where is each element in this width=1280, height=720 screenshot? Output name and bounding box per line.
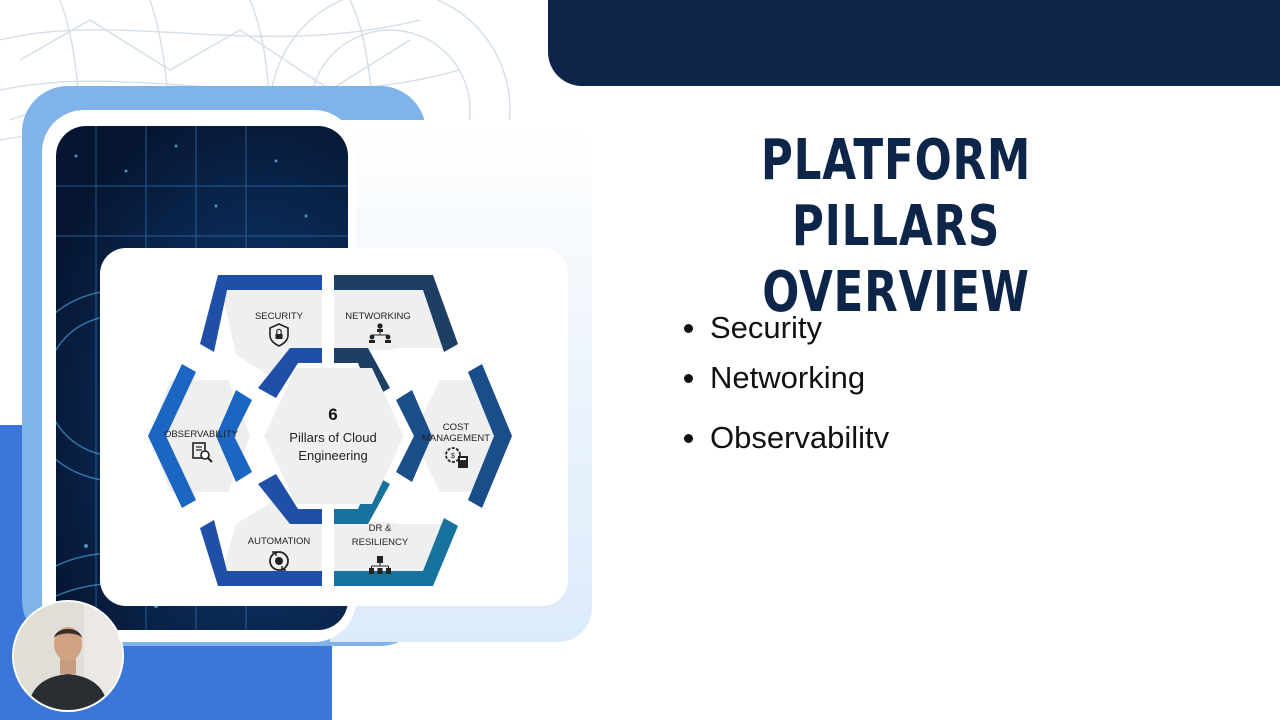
bullet-item: Networking	[680, 355, 889, 405]
segment-security-fill	[218, 275, 322, 378]
bullet-item: Security	[680, 305, 889, 355]
cost-inner-band	[396, 390, 432, 482]
header-bar	[548, 0, 1280, 86]
cost-calculator-icon: $	[445, 447, 468, 468]
bullet-text: Security	[710, 310, 822, 345]
bullet-dot-icon	[684, 434, 693, 443]
slide-title: PLATFORM PILLARS OVERVIEW	[696, 128, 1095, 326]
segment-observability-label: OBSERVABILITY	[164, 429, 239, 440]
cost-outer-band	[468, 364, 512, 508]
observability-magnifier-icon	[192, 442, 213, 463]
automation-gear-icon	[269, 551, 289, 571]
observability-inner-band	[216, 390, 252, 482]
segment-cost-label-line2: MANAGEMENT	[422, 433, 490, 444]
bullet-text: Networking	[710, 360, 866, 395]
network-people-icon	[369, 323, 391, 343]
center-line1: Pillars of Cloud	[289, 430, 376, 445]
security-inner-band	[258, 348, 322, 398]
security-outer-band	[200, 275, 322, 352]
networking-outer-band	[334, 275, 458, 352]
pillars-hexagon-diagram: 6 Pillars of Cloud Engineering SECURITY …	[148, 275, 512, 586]
observability-outer-band	[148, 364, 196, 508]
center-hexagon	[264, 368, 404, 504]
center-number: 6	[328, 405, 337, 424]
slide-title-line2: OVERVIEW	[762, 260, 1030, 325]
bullet-item: Observabilitv	[680, 415, 889, 465]
segment-cost-label-line1: COST	[443, 422, 470, 433]
bullet-dot-icon	[684, 374, 693, 383]
pillars-diagram-card: 6 Pillars of Cloud Engineering SECURITY …	[100, 248, 568, 606]
dr-outer-band	[334, 518, 458, 586]
bullet-text: Observabilitv	[710, 420, 890, 455]
slide-title-line1: PLATFORM PILLARS	[760, 128, 1032, 259]
segment-dr-label-line1: DR &	[369, 523, 392, 534]
bullet-dot-icon	[684, 324, 693, 333]
automation-inner-band	[258, 474, 322, 524]
segment-automation-label: AUTOMATION	[248, 536, 311, 547]
dr-backup-icon	[369, 556, 391, 574]
automation-outer-band	[200, 520, 322, 586]
segment-networking-label: NETWORKING	[345, 311, 410, 322]
presenter-avatar	[12, 600, 124, 712]
bullet-list: Security Networking Observabilitv	[680, 305, 889, 465]
lock-shield-icon	[269, 323, 289, 347]
center-line2: Engineering	[298, 448, 367, 463]
segment-security-label: SECURITY	[255, 311, 304, 322]
svg-text:$: $	[451, 453, 455, 460]
segment-dr-label-line2: RESILIENCY	[352, 537, 409, 548]
segment-automation-fill	[218, 498, 322, 586]
